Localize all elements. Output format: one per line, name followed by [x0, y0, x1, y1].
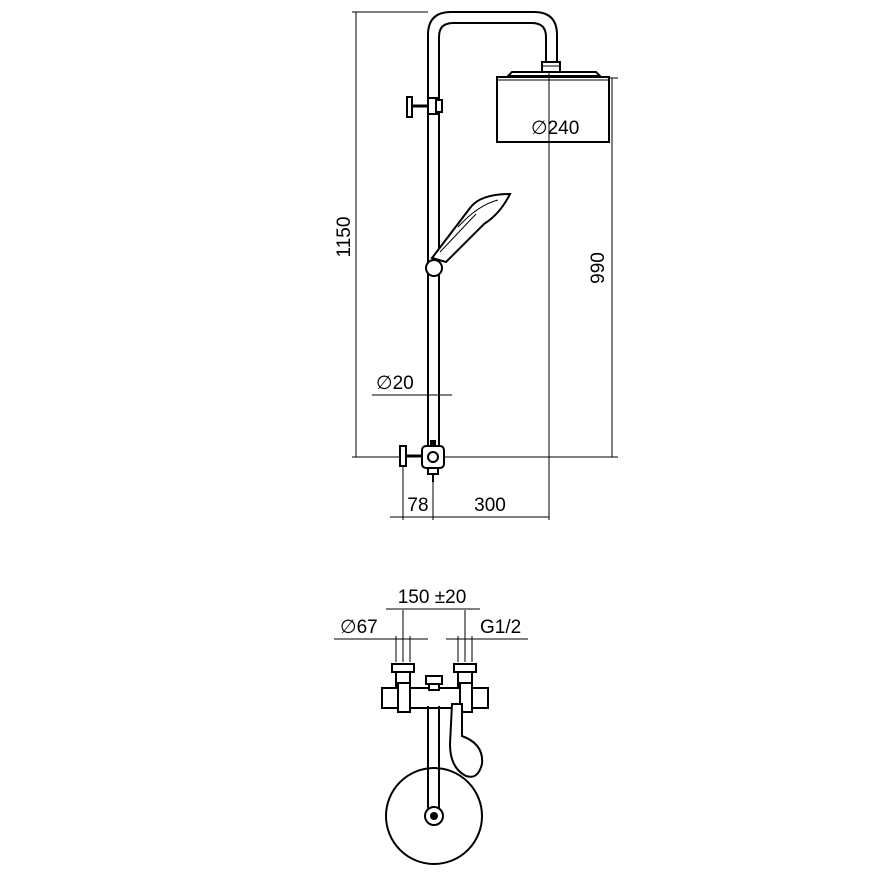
escutcheon-dimension: ∅67 — [334, 617, 428, 662]
inlet-spacing-dimension: 150 ±20 — [386, 587, 480, 662]
overhead-head-front — [385, 767, 483, 865]
total-height-dimension: 1150 — [334, 11, 428, 458]
thread-dimension: G1/2 — [446, 617, 528, 662]
side-view: ∅240 ∅20 — [334, 11, 618, 520]
head-diameter-label: ∅240 — [531, 118, 579, 139]
inlet-spacing-label: 150 ±20 — [398, 587, 467, 608]
hand-shower — [425, 192, 512, 277]
mixer-bar — [381, 675, 489, 713]
head-height-dimension: 990 — [444, 77, 618, 458]
reach-dimensions: 78 300 — [390, 466, 549, 520]
diameter-symbol: ∅ — [531, 118, 548, 139]
riser-pipe — [427, 11, 558, 455]
pipe-diameter-value: 20 — [393, 373, 414, 394]
arm-reach-label: 300 — [474, 495, 506, 516]
head-connector — [541, 61, 561, 73]
head-height-label: 990 — [588, 252, 609, 284]
wall-offset-label: 78 — [407, 495, 428, 516]
pipe-diameter-label: ∅20 — [376, 373, 414, 394]
thread-label: G1/2 — [480, 617, 521, 638]
overhead-shower-head — [496, 71, 610, 143]
riser-pipe-front — [427, 706, 440, 812]
hand-shower-front — [448, 703, 484, 778]
head-diameter-value: 240 — [548, 118, 580, 139]
escutcheon-diameter-value: 67 — [357, 617, 378, 638]
diameter-symbol-2: ∅ — [376, 373, 393, 394]
front-view: 150 ±20 ∅67 G1/2 — [334, 587, 528, 865]
mixer-side — [399, 440, 445, 482]
wall-bracket — [406, 96, 443, 118]
head-diameter-dimension: ∅240 — [497, 118, 609, 143]
pipe-diameter-dimension: ∅20 — [372, 373, 452, 396]
total-height-label: 1150 — [334, 217, 355, 258]
diameter-symbol-3: ∅ — [340, 617, 357, 638]
escutcheon-diameter-label: ∅67 — [340, 617, 378, 638]
